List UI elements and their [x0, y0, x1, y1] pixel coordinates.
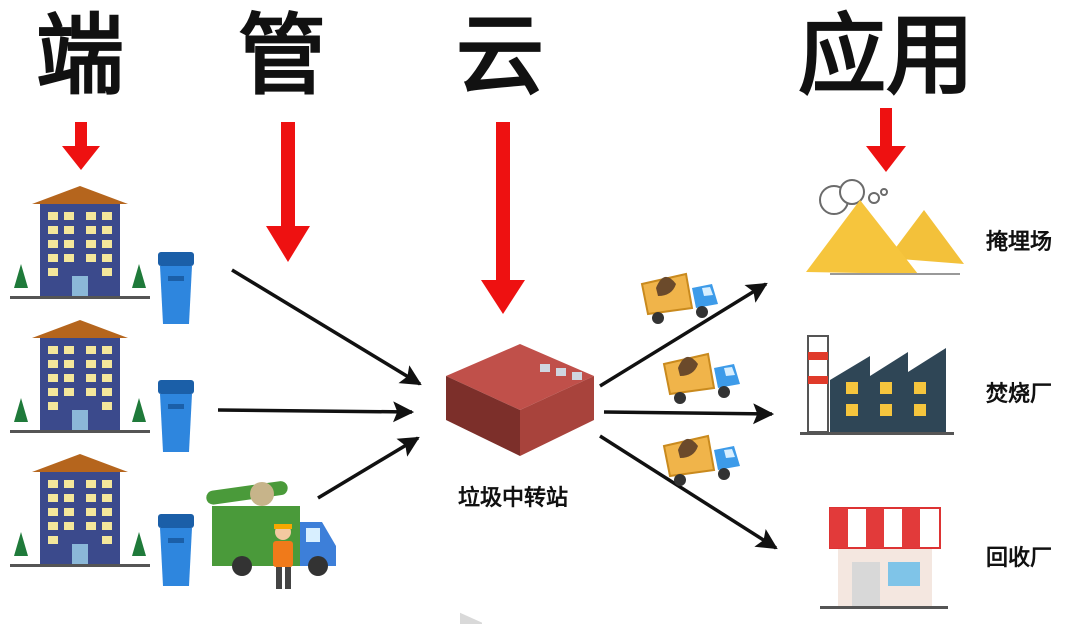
transfer-station-icon: [446, 344, 594, 624]
landfill-mound-icon: [806, 179, 964, 275]
apartment-building-icon: [10, 454, 150, 567]
outbound-arrows: [599, 282, 778, 550]
down-arrow-icon: [866, 108, 906, 172]
dump-truck-icon: [641, 273, 719, 325]
trash-bin-icon: [158, 380, 194, 452]
garbage-truck-icon: [206, 481, 336, 576]
heading-pipe: 管: [238, 4, 327, 107]
worker-icon: [273, 524, 293, 589]
label-landfill: 掩埋场: [986, 230, 1053, 255]
down-arrow-icon: [62, 122, 100, 170]
dump-truck-icon: [663, 435, 741, 487]
down-arrow-icon: [481, 122, 525, 314]
heading-end: 端: [36, 4, 125, 107]
dump-truck-icon: [663, 353, 741, 405]
shop-icon: [820, 507, 948, 609]
heading-cloud: 云: [456, 4, 545, 107]
down-arrow-icon: [266, 122, 310, 262]
red-arrows: [62, 108, 906, 314]
label-recycle: 回收厂: [986, 546, 1053, 571]
factory-icon: [800, 335, 954, 435]
heading-application: 应用: [798, 4, 975, 107]
label-incinerator: 焚烧厂: [986, 382, 1053, 407]
apartment-building-icon: [10, 320, 150, 433]
label-transfer-station: 垃圾中转站: [458, 486, 569, 511]
inbound-arrows: [217, 268, 422, 500]
trash-bin-icon: [158, 252, 194, 324]
apartment-building-icon: [10, 186, 150, 299]
trash-bin-icon: [158, 514, 194, 586]
